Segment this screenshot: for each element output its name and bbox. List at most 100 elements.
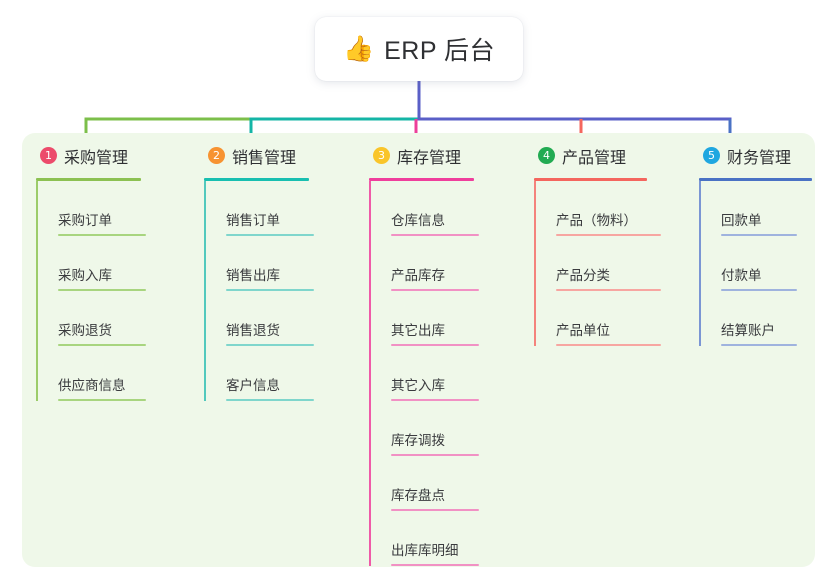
leaf-label: 库存盘点 <box>391 488 445 504</box>
leaf-item[interactable]: 库存调拨 <box>369 401 520 456</box>
branch-index-badge: 2 <box>208 147 225 164</box>
leaf-item[interactable]: 其它出库 <box>369 291 520 346</box>
leaf-item[interactable]: 销售退货 <box>204 291 355 346</box>
branch-spine <box>534 181 536 346</box>
branch-header-3[interactable]: 3 库存管理 <box>369 133 520 178</box>
branch-underline <box>204 178 309 181</box>
branch-underline <box>534 178 647 181</box>
branch-column-2: 2 销售管理销售订单销售出库销售退货客户信息 <box>190 133 355 567</box>
leaf-underline <box>721 344 797 346</box>
branch-spine <box>699 181 701 346</box>
leaf-underline <box>226 289 314 291</box>
leaf-item[interactable]: 供应商信息 <box>36 346 190 401</box>
branch-underline <box>699 178 812 181</box>
branch-spine <box>369 181 371 566</box>
branch-title: 财务管理 <box>727 149 792 167</box>
branch-title: 产品管理 <box>562 149 627 167</box>
leaf-item[interactable]: 库存盘点 <box>369 456 520 511</box>
leaf-item[interactable]: 采购入库 <box>36 236 190 291</box>
leaf-underline <box>391 289 479 291</box>
leaf-label: 销售出库 <box>226 268 280 284</box>
leaf-item[interactable]: 销售订单 <box>204 181 355 236</box>
branch-header-2[interactable]: 2 销售管理 <box>204 133 355 178</box>
leaf-underline <box>58 344 146 346</box>
leaf-label: 采购订单 <box>58 213 112 229</box>
leaf-label: 产品分类 <box>556 268 610 284</box>
branch-index-badge: 4 <box>538 147 555 164</box>
branch-title: 库存管理 <box>397 149 462 167</box>
leaf-item[interactable]: 产品库存 <box>369 236 520 291</box>
branch-header-4[interactable]: 4 产品管理 <box>534 133 685 178</box>
branch-index-badge: 5 <box>703 147 720 164</box>
branch-leaf-list: 采购订单采购入库采购退货供应商信息 <box>36 181 190 401</box>
branch-index-badge: 1 <box>40 147 57 164</box>
leaf-underline <box>556 344 661 346</box>
leaf-label: 客户信息 <box>226 378 280 394</box>
branch-title: 采购管理 <box>64 149 129 167</box>
branch-underline <box>369 178 474 181</box>
leaf-label: 供应商信息 <box>58 378 126 394</box>
leaf-underline <box>226 344 314 346</box>
leaf-item[interactable]: 回款单 <box>699 181 815 236</box>
branch-column-3: 3 库存管理仓库信息产品库存其它出库其它入库库存调拨库存盘点出库库明细 <box>355 133 520 567</box>
leaf-label: 采购退货 <box>58 323 112 339</box>
leaf-underline <box>721 289 797 291</box>
branch-columns: 1 采购管理采购订单采购入库采购退货供应商信息 2 销售管理销售订单销售出库销售退货客… <box>22 133 815 567</box>
leaf-label: 付款单 <box>721 268 762 284</box>
leaf-underline <box>391 344 479 346</box>
leaf-label: 回款单 <box>721 213 762 229</box>
leaf-label: 其它出库 <box>391 323 445 339</box>
leaf-item[interactable]: 采购退货 <box>36 291 190 346</box>
leaf-item[interactable]: 客户信息 <box>204 346 355 401</box>
leaf-item[interactable]: 产品分类 <box>534 236 685 291</box>
leaf-underline <box>58 399 146 401</box>
leaf-item[interactable]: 仓库信息 <box>369 181 520 236</box>
branch-title: 销售管理 <box>232 149 297 167</box>
branch-header-5[interactable]: 5 财务管理 <box>699 133 815 178</box>
branches-panel <box>22 133 815 567</box>
branch-leaf-list: 产品（物料） 产品分类产品单位 <box>534 181 685 346</box>
leaf-underline <box>391 234 479 236</box>
leaf-underline <box>391 509 479 511</box>
leaf-underline <box>226 399 314 401</box>
branch-header-1[interactable]: 1 采购管理 <box>36 133 190 178</box>
branch-spine <box>204 181 206 401</box>
leaf-item[interactable]: 出库库明细 <box>369 511 520 566</box>
leaf-underline <box>391 454 479 456</box>
leaf-item[interactable]: 产品单位 <box>534 291 685 346</box>
leaf-underline <box>556 289 661 291</box>
leaf-label: 销售退货 <box>226 323 280 339</box>
branch-underline <box>36 178 141 181</box>
leaf-label: 结算账户 <box>721 323 775 339</box>
leaf-underline <box>391 399 479 401</box>
leaf-item[interactable]: 其它入库 <box>369 346 520 401</box>
leaf-item[interactable]: 付款单 <box>699 236 815 291</box>
root-node[interactable]: 👍 ERP 后台 <box>315 17 523 81</box>
branch-spine <box>36 181 38 401</box>
branch-column-1: 1 采购管理采购订单采购入库采购退货供应商信息 <box>22 133 190 567</box>
leaf-label: 采购入库 <box>58 268 112 284</box>
branch-leaf-list: 回款单付款单结算账户 <box>699 181 815 346</box>
leaf-label: 库存调拨 <box>391 433 445 449</box>
leaf-label: 其它入库 <box>391 378 445 394</box>
leaf-underline <box>556 234 661 236</box>
branch-column-4: 4 产品管理产品（物料） 产品分类产品单位 <box>520 133 685 567</box>
leaf-item[interactable]: 采购订单 <box>36 181 190 236</box>
leaf-underline <box>391 564 479 566</box>
leaf-item[interactable]: 结算账户 <box>699 291 815 346</box>
leaf-label: 销售订单 <box>226 213 280 229</box>
leaf-item[interactable]: 产品（物料） <box>534 181 685 236</box>
leaf-underline <box>58 234 146 236</box>
root-title: ERP 后台 <box>384 37 496 65</box>
leaf-label: 产品（物料） <box>556 213 637 229</box>
leaf-label: 产品库存 <box>391 268 445 284</box>
branch-leaf-list: 销售订单销售出库销售退货客户信息 <box>204 181 355 401</box>
leaf-label: 产品单位 <box>556 323 610 339</box>
leaf-underline <box>226 234 314 236</box>
leaf-underline <box>58 289 146 291</box>
leaf-item[interactable]: 销售出库 <box>204 236 355 291</box>
branch-leaf-list: 仓库信息产品库存其它出库其它入库库存调拨库存盘点出库库明细 <box>369 181 520 566</box>
branch-index-badge: 3 <box>373 147 390 164</box>
thumbs-up-icon: 👍 <box>342 34 375 63</box>
